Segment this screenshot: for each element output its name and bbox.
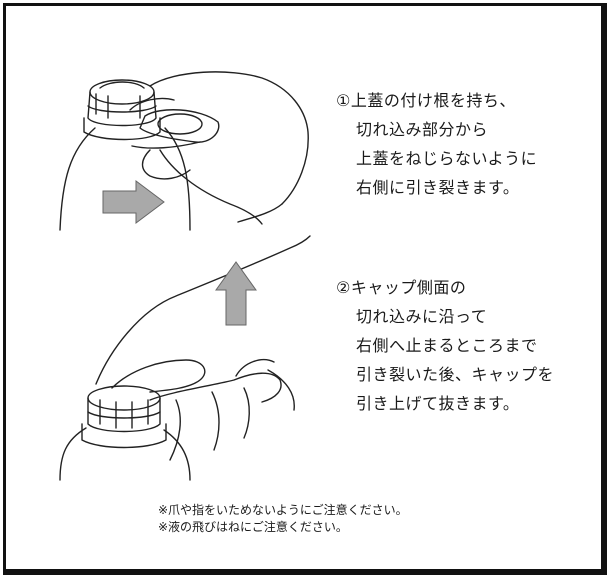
caution-notes: ※爪や指をいためないようにご注意ください。 ※液の飛びはねにご注意ください。 [158,502,408,536]
step-1-line: 上蓋をねじらないように [356,149,538,168]
top-hand-illustration [129,71,309,225]
caution-note: ※液の飛びはねにご注意ください。 [158,520,348,534]
caution-note: ※爪や指をいためないようにご注意ください。 [158,503,408,517]
step-2-line: 引き上げて抜きます。 [356,394,520,413]
step-2-line: 右側へ止まるところまで [356,336,538,355]
bottom-hand-illustration [95,235,311,461]
bottom-bottle-illustration [59,385,191,481]
arrow-up-icon [215,261,257,326]
step-2-line: 引き裂いた後、キャップを [356,365,555,384]
instruction-frame [3,3,607,575]
top-bottle-illustration [59,79,191,231]
arrow-right-icon [102,180,165,224]
step-2-line: ②キャップ側面の [336,278,467,297]
step-1-instructions: ①上蓋の付け根を持ち、 切れ込み部分から 上蓋をねじらないように 右側に引き裂き… [336,86,537,202]
step-2-line: 切れ込みに沿って [356,307,488,326]
step-2-instructions: ②キャップ側面の 切れ込みに沿って 右側へ止まるところまで 引き裂いた後、キャッ… [336,273,554,418]
step-1-line: ①上蓋の付け根を持ち、 [336,91,516,110]
step-1-line: 右側に引き裂きます。 [356,178,520,197]
step-1-line: 切れ込み部分から [356,120,489,139]
